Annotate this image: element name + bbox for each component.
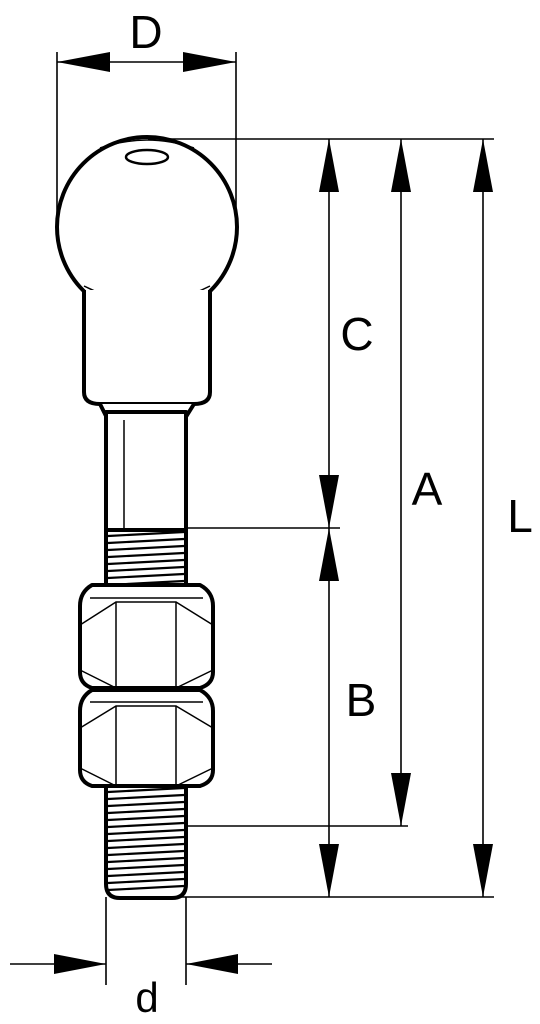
dimension-C: C: [319, 139, 374, 528]
thread-line: [107, 558, 185, 566]
label-B: B: [346, 674, 377, 726]
thread-line: [107, 821, 185, 829]
dimension-d: d: [10, 897, 272, 1021]
thread-line: [107, 863, 185, 871]
thread-line: [107, 814, 185, 822]
thread-line: [107, 856, 185, 864]
extension-lines: [148, 138, 494, 898]
label-D: D: [129, 6, 162, 58]
label-L: L: [507, 490, 533, 542]
thread-line: [107, 530, 185, 538]
dimension-L: L: [473, 139, 533, 897]
thread-line: [107, 884, 185, 892]
thread-line: [107, 537, 185, 545]
thread-line: [107, 849, 185, 857]
dimension-A: A: [391, 139, 443, 826]
thread-line: [107, 842, 185, 850]
ball-head: [55, 135, 239, 319]
thread-line: [107, 572, 185, 580]
thread-line: [107, 551, 185, 559]
thread-line: [107, 800, 185, 808]
lower-thread: [104, 784, 188, 900]
thread-line: [107, 828, 185, 836]
thread-line: [107, 793, 185, 801]
label-A: A: [412, 463, 443, 515]
neck: [82, 290, 212, 422]
thread-line: [107, 544, 185, 552]
dimension-D: D: [56, 6, 237, 215]
lower-nut: [78, 688, 215, 788]
thread-line: [107, 786, 185, 794]
upper-nut: [78, 583, 215, 690]
label-C: C: [340, 308, 373, 360]
thread-line: [107, 835, 185, 843]
thread-line: [107, 565, 185, 573]
thread-line: [107, 877, 185, 885]
dimension-B: B: [319, 528, 376, 897]
label-d: d: [135, 974, 158, 1021]
thread-line: [107, 870, 185, 878]
thread-line: [107, 807, 185, 815]
